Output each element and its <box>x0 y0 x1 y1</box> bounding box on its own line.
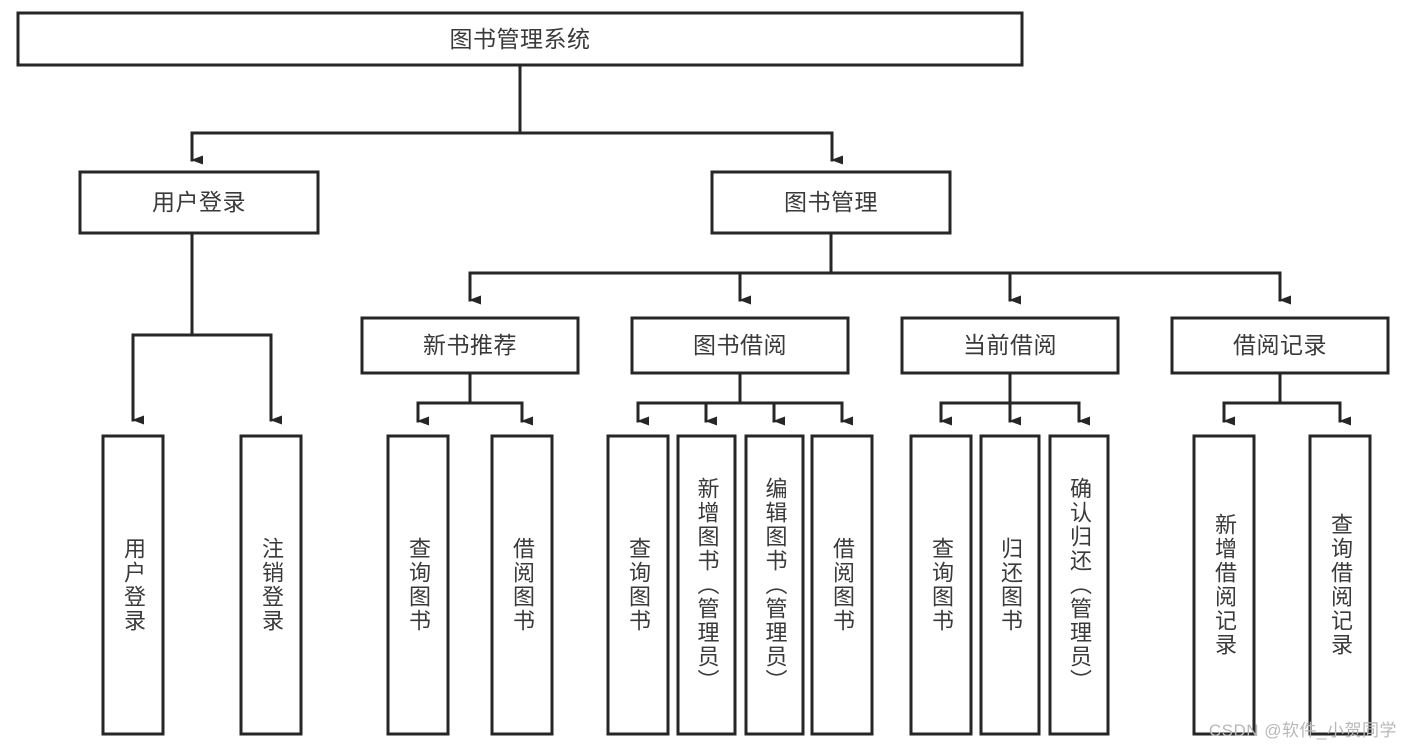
node-box-leaf-borrow-book-2[interactable] <box>810 434 874 736</box>
connector-cb-bus <box>939 371 1081 405</box>
node-box-leaf-user-login[interactable] <box>101 434 165 736</box>
connector-bb-bus <box>636 371 844 405</box>
node-box-new-book-recommend[interactable] <box>360 316 580 375</box>
connector-br-bus <box>1222 371 1342 405</box>
node-box-leaf-query-book-2[interactable] <box>606 434 670 736</box>
connector-nbr-bus <box>416 371 524 405</box>
node-box-root[interactable] <box>16 11 1024 67</box>
node-box-leaf-edit-book[interactable] <box>744 434 805 736</box>
node-box-leaf-query-book-1[interactable] <box>386 434 450 736</box>
node-box-book-management[interactable] <box>710 170 952 235</box>
node-box-leaf-logout[interactable] <box>239 434 303 736</box>
node-box-leaf-confirm-return[interactable] <box>1048 434 1110 736</box>
csdn-watermark: CSDN @软件_小贺同学 <box>1208 721 1397 740</box>
node-box-leaf-return-book[interactable] <box>979 434 1041 736</box>
connector-root-bus <box>190 63 834 135</box>
node-box-borrow-record[interactable] <box>1170 316 1390 375</box>
node-box-user-login[interactable] <box>78 170 320 235</box>
node-box-book-borrow[interactable] <box>630 316 850 375</box>
node-box-current-borrow[interactable] <box>900 316 1120 375</box>
node-box-leaf-add-book[interactable] <box>676 434 737 736</box>
node-box-leaf-borrow-book-1[interactable] <box>490 434 554 736</box>
node-box-leaf-query-record[interactable] <box>1308 434 1372 736</box>
node-box-leaf-query-book-3[interactable] <box>909 434 973 736</box>
connector-book-management-bus <box>468 231 1282 275</box>
connector-user-login-bus <box>131 231 273 337</box>
node-box-leaf-add-record[interactable] <box>1192 434 1256 736</box>
